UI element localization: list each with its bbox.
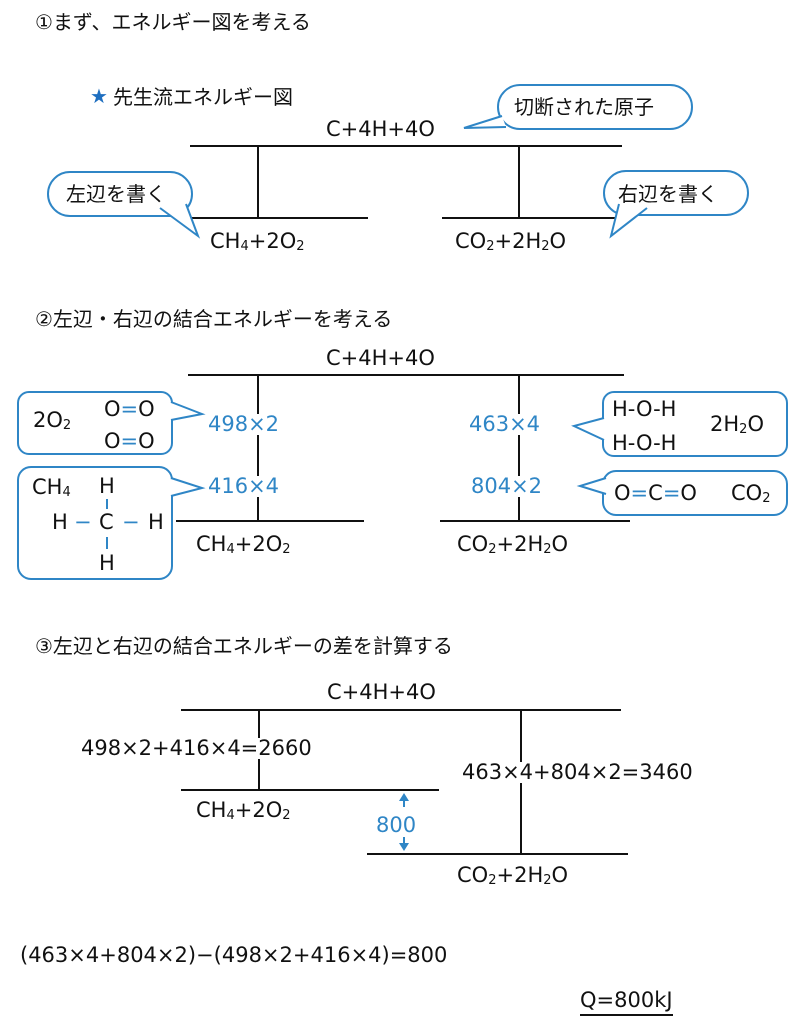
- answer: Q=800kJ: [580, 988, 673, 1016]
- s1-left-level: [178, 217, 368, 219]
- value-oh-bond: 463×4: [467, 412, 543, 436]
- s2-top-label: C+4H+4O: [326, 346, 435, 370]
- s3-top-label: C+4H+4O: [327, 680, 436, 704]
- section1-heading: ①まず、エネルギー図を考える: [35, 10, 311, 34]
- s3-right-level: [367, 853, 628, 855]
- difference-value: 800: [376, 813, 417, 837]
- section2-heading: ②左辺・右辺の結合エネルギーを考える: [35, 307, 393, 331]
- ch4-h-right: H: [148, 510, 164, 534]
- callout-right-tail: [609, 203, 648, 239]
- s1-right-connector: [518, 146, 520, 218]
- ch4-bond-left: −: [74, 510, 92, 534]
- o2-box-tail: [170, 401, 206, 421]
- callout-left: [47, 171, 193, 217]
- ch4-h-top: H: [99, 474, 115, 498]
- s3-left-formula: CH4+2O2: [196, 798, 291, 823]
- ch4-structure-box: [17, 466, 173, 580]
- s1-top-label: C+4H+4O: [326, 117, 435, 141]
- o2-structure-1: O=O: [104, 397, 155, 421]
- callout-left-text: 左辺を書く: [66, 182, 166, 206]
- h2o-box-tail: [571, 417, 605, 441]
- o2-structure-2: O=O: [104, 429, 155, 453]
- s1-left-formula: CH4+2O2: [210, 229, 305, 254]
- s2-right-formula: CO2+2H2O: [457, 532, 569, 557]
- s2-right-connector: [518, 375, 520, 521]
- section3-heading: ③左辺と右辺の結合エネルギーの差を計算する: [35, 634, 453, 658]
- co2-box-tail: [576, 477, 607, 495]
- ch4-bond-top: [106, 499, 108, 509]
- ch4-h-bottom: H: [99, 551, 115, 575]
- difference-arrow: [399, 793, 409, 851]
- callout-left-tail: [159, 203, 201, 239]
- ch4-c-center: C: [99, 510, 114, 534]
- h2o-structure-2: H-O-H: [612, 431, 677, 455]
- ch4-bond-right: −: [122, 510, 140, 534]
- value-ch-bond: 416×4: [206, 474, 282, 498]
- s1-right-formula: CO2+2H2O: [455, 229, 567, 254]
- right-bond-sum: 463×4+804×2=3460: [460, 760, 695, 784]
- final-calculation: (463×4+804×2)−(498×2+416×4)=800: [20, 943, 448, 967]
- h2o-structure-1: H-O-H: [612, 397, 677, 421]
- co2-formula: CO2: [731, 481, 771, 506]
- s2-right-level: [440, 520, 630, 522]
- callout-atoms-tail: [463, 115, 507, 129]
- ch4-h-left: H: [52, 510, 68, 534]
- s3-top-level: [181, 709, 621, 711]
- ch4-box-tail: [170, 477, 206, 497]
- left-bond-sum: 498×2+416×4=2660: [79, 736, 314, 760]
- co2-structure: O=C=O: [614, 481, 697, 505]
- callout-atoms: [497, 84, 693, 130]
- star-icon: ★: [90, 84, 108, 108]
- value-co-bond: 804×2: [469, 474, 545, 498]
- s1-top-level: [190, 145, 622, 147]
- ch4-bond-bottom: [106, 537, 108, 549]
- callout-right-text: 右辺を書く: [618, 182, 718, 206]
- s3-left-level: [181, 789, 439, 791]
- s2-top-level: [188, 374, 624, 376]
- value-o2-bond: 498×2: [206, 412, 282, 436]
- ch4-formula: CH4: [32, 475, 71, 500]
- s2-left-connector: [257, 375, 259, 521]
- o2-formula: 2O2: [33, 408, 72, 433]
- s1-left-connector: [257, 146, 259, 218]
- callout-atoms-text: 切断された原子: [514, 95, 654, 119]
- s3-right-formula: CO2+2H2O: [457, 863, 569, 888]
- h2o-formula: 2H2O: [710, 412, 764, 437]
- s1-right-level: [442, 217, 632, 219]
- s2-left-formula: CH4+2O2: [196, 532, 291, 557]
- s2-left-level: [176, 520, 364, 522]
- subtitle: 先生流エネルギー図: [113, 85, 293, 109]
- o2-structure-box: [17, 391, 173, 455]
